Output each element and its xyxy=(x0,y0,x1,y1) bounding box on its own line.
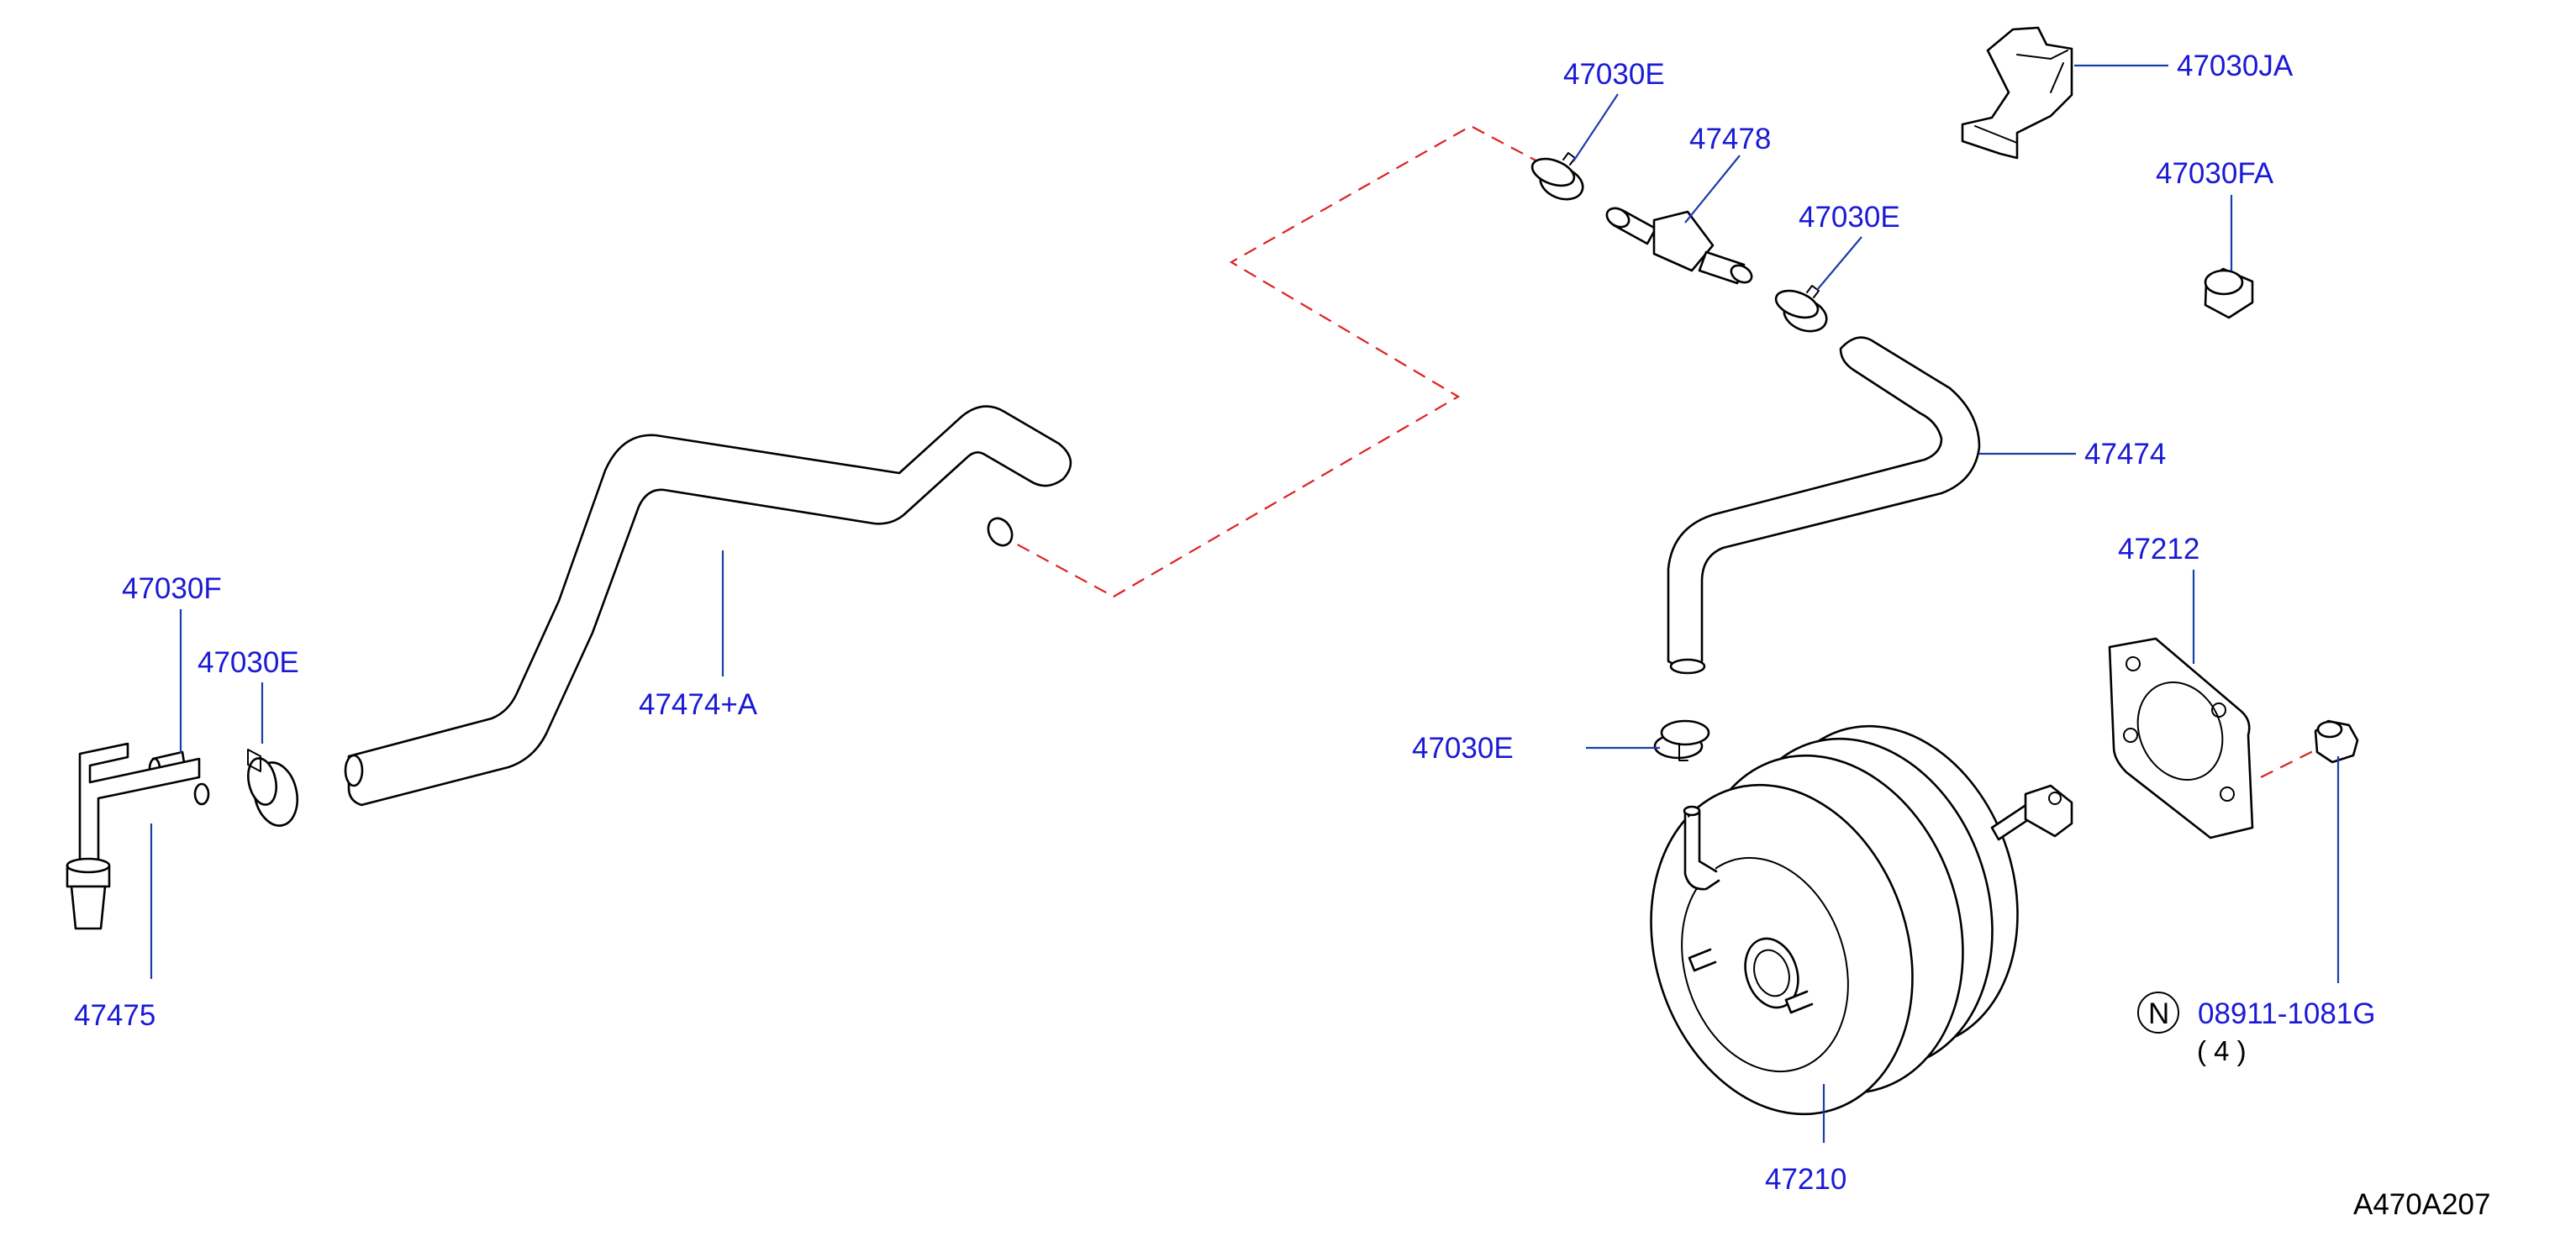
check-valve-47478[interactable] xyxy=(1604,204,1755,286)
label-47030fa[interactable]: 47030FA xyxy=(2156,157,2274,190)
phantom-line-hose-connection xyxy=(1012,124,1543,598)
label-47478[interactable]: 47478 xyxy=(1689,123,1771,155)
clamp-47030e-booster[interactable] xyxy=(1653,719,1710,761)
clamp-47030e-top[interactable] xyxy=(1529,152,1588,205)
label-08911-1081g[interactable]: 08911-1081G xyxy=(2198,997,2375,1030)
label-47030ja[interactable]: 47030JA xyxy=(2177,50,2294,82)
label-47210[interactable]: 47210 xyxy=(1765,1163,1846,1196)
pipe-connector-47475[interactable] xyxy=(66,742,210,930)
label-47030e-left[interactable]: 47030E xyxy=(198,646,299,679)
gasket-47212[interactable] xyxy=(2108,637,2254,839)
label-47475[interactable]: 47475 xyxy=(74,999,155,1032)
label-47030e-booster[interactable]: 47030E xyxy=(1412,732,1514,765)
label-47030e-middle[interactable]: 47030E xyxy=(1799,201,1900,234)
bracket-clip-47030ja[interactable] xyxy=(1961,26,2073,160)
leader-47478 xyxy=(1684,155,1741,224)
label-47030f[interactable]: 47030F xyxy=(122,572,222,605)
leader-47030e-top xyxy=(1572,93,1619,162)
label-47474[interactable]: 47474 xyxy=(2084,438,2166,471)
n-marker-circle xyxy=(2137,992,2179,1034)
diagram-code: A470A207 xyxy=(2353,1188,2490,1221)
label-47030e-top[interactable]: 47030E xyxy=(1563,58,1665,91)
label-47474a[interactable]: 47474+A xyxy=(639,688,758,721)
grommet-47030fa[interactable] xyxy=(2204,267,2254,319)
vacuum-hose-47474a[interactable] xyxy=(344,405,1072,807)
leader-47030e-middle xyxy=(1816,236,1862,291)
brake-booster-47210[interactable] xyxy=(1610,693,2073,1149)
clamp-47030e-middle[interactable] xyxy=(1773,285,1831,337)
n-marker-letter: N xyxy=(2148,997,2169,1030)
quantity-08911-1081g: ( 4 ) xyxy=(2197,1035,2247,1066)
label-47212[interactable]: 47212 xyxy=(2118,533,2199,566)
clamp-47030e-left[interactable] xyxy=(245,749,303,829)
nut-08911-1081g[interactable] xyxy=(2314,719,2359,764)
vacuum-hose-47474[interactable] xyxy=(1667,336,1981,675)
phantom-line-nut-connection xyxy=(2260,747,2321,778)
